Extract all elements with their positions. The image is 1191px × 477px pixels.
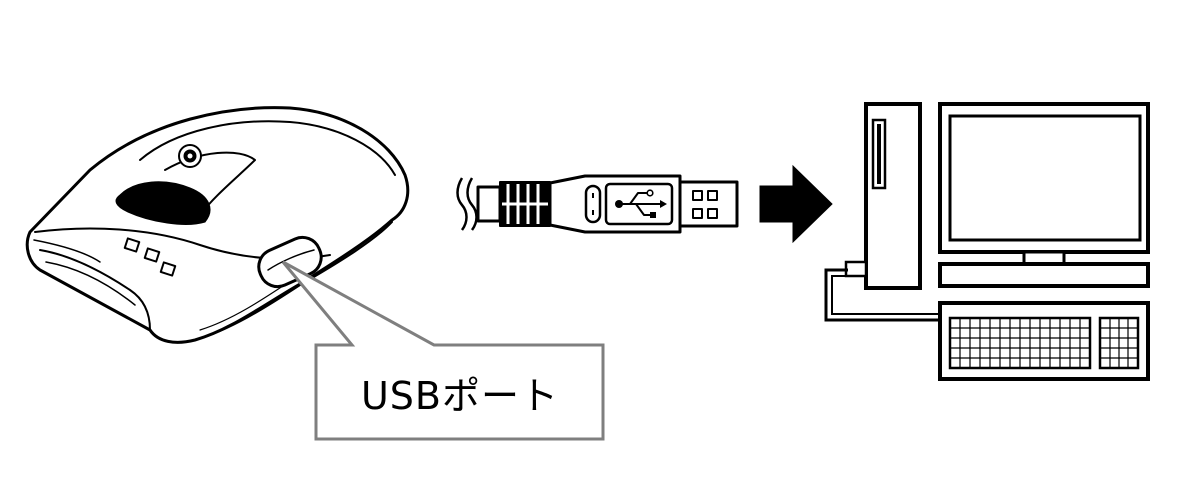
usb-port-label: USBポート (360, 373, 559, 418)
usb-plug-icon (456, 174, 739, 234)
callout-box (281, 260, 605, 441)
handheld-scanner-icon (25, 106, 410, 344)
desktop-computer-icon (824, 102, 1150, 381)
right-arrow-icon (759, 164, 833, 244)
